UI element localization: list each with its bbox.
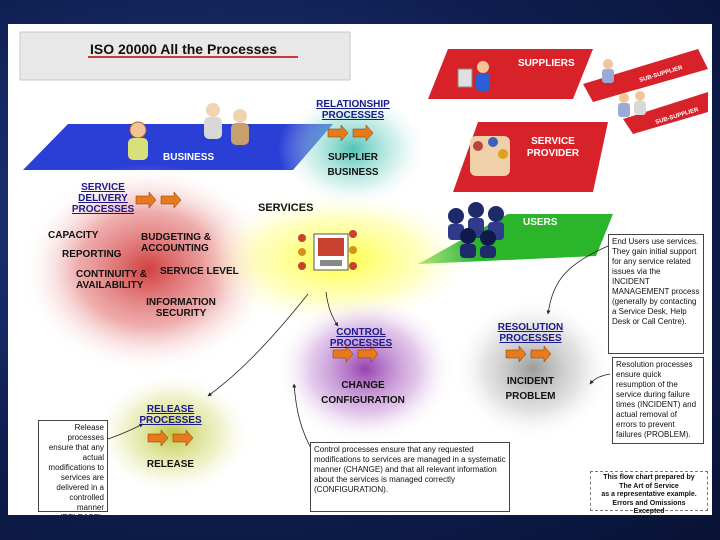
service-provider-people-icon <box>470 136 510 176</box>
page-title: ISO 20000 All the Processes <box>90 41 278 57</box>
service-delivery-processes-heading[interactable]: SERVICE DELIVERY PROCESSES <box>71 182 135 215</box>
service-provider-plane-label: SERVICE PROVIDER <box>526 136 580 159</box>
business-plane <box>23 124 333 170</box>
service-delivery-item-reporting: REPORTING <box>62 249 122 260</box>
resolution-processes-heading[interactable]: RESOLUTION PROCESSES <box>497 322 564 344</box>
release-processes-heading[interactable]: RELEASE PROCESSES <box>139 404 202 426</box>
credit-line-1: This flow chart prepared by <box>603 474 695 481</box>
business-meeting-icon <box>204 103 249 145</box>
service-delivery-glow <box>20 164 276 374</box>
control-arrows <box>332 345 379 363</box>
suppliers-plane-label: SUPPLIERS <box>518 58 575 69</box>
diagram-graphics: SUPPLIERS SUB-SUPPLIER SUB-SUPPLIER <box>19 31 708 496</box>
users-group-icon <box>448 202 504 258</box>
sub-supplier-plane-1 <box>583 49 708 102</box>
control-note: Control processes ensure that any reques… <box>310 442 510 512</box>
users-plane-label: USERS <box>523 217 558 228</box>
control-glow <box>275 294 455 444</box>
service-delivery-item-continuity: CONTINUITY & AVAILABILITY <box>76 269 147 291</box>
relationship-item-business: BUSINESS <box>327 167 379 178</box>
release-connector <box>107 423 144 440</box>
end-users-connector <box>546 245 609 315</box>
credit-line-3: as a representative example. <box>601 491 697 498</box>
service-delivery-arrows <box>135 191 182 209</box>
control-processes-heading[interactable]: CONTROL PROCESSES <box>329 327 393 349</box>
service-delivery-item-service-level: SERVICE LEVEL <box>160 266 239 277</box>
relationship-glow <box>278 89 428 209</box>
release-item-release: RELEASE <box>146 459 195 470</box>
business-person-icon <box>128 121 148 160</box>
sub-supplier-person-icon <box>602 59 646 117</box>
credit-box: This flow chart prepared by The Art of S… <box>590 471 708 515</box>
release-note: Release processes ensure that any actual… <box>38 420 108 515</box>
relationship-item-supplier: SUPPLIER <box>327 152 378 163</box>
end-users-note: End Users use services. They gain initia… <box>608 234 704 354</box>
control-connector <box>292 383 314 453</box>
services-to-control-connector <box>325 291 339 327</box>
control-item-configuration: CONFIGURATION <box>321 395 405 406</box>
relationship-processes-heading[interactable]: RELATIONSHIP PROCESSES <box>316 99 390 121</box>
supplier-person-icon <box>457 61 490 91</box>
resolution-glow <box>453 297 613 441</box>
service-delivery-item-capacity: CAPACITY <box>48 230 99 241</box>
resolution-arrows <box>505 345 552 363</box>
services-heading[interactable]: SERVICES <box>258 202 314 214</box>
title-panel <box>19 31 351 81</box>
suppliers-plane <box>428 49 593 99</box>
credit-line-4: Errors and Omissions Excepted <box>612 499 686 516</box>
services-computer-icon <box>298 230 357 271</box>
credit-line-2: The Art of Service <box>619 482 679 490</box>
sub-supplier-plane-2 <box>623 92 708 134</box>
control-item-change: CHANGE <box>341 380 385 391</box>
resolution-item-problem: PROBLEM <box>505 391 556 402</box>
slide: SUPPLIERS SUB-SUPPLIER SUB-SUPPLIER ISO … <box>8 24 712 515</box>
services-to-release-connector <box>207 293 309 397</box>
resolution-item-incident: INCIDENT <box>506 376 555 387</box>
service-delivery-item-information-security: INFORMATION SECURITY <box>146 297 216 319</box>
relationship-arrows <box>327 124 374 142</box>
business-plane-label: BUSINESS <box>163 152 215 163</box>
release-arrows <box>147 429 194 447</box>
resolution-connector <box>589 373 611 385</box>
service-delivery-item-budgeting: BUDGETING & ACCOUNTING <box>141 232 211 254</box>
resolution-note: Resolution processes ensure quick resump… <box>612 357 704 444</box>
